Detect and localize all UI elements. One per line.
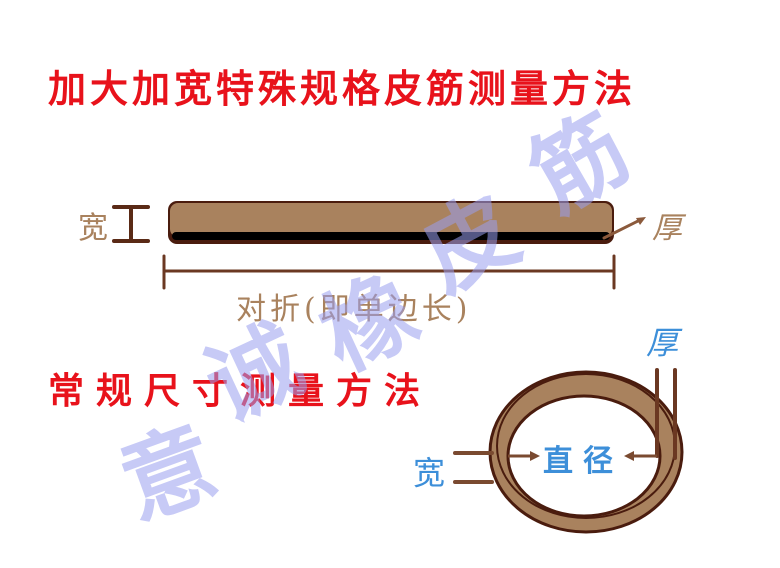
ring-width-marker-icon [453, 451, 494, 484]
flat-band-shape [168, 201, 614, 244]
flat-length-label: 对折(即单边长) [236, 292, 472, 327]
flat-thickness-label: 厚 [652, 211, 682, 246]
thickness-arrow-icon [602, 217, 646, 240]
sub-title: 常规尺寸测量方法 [48, 370, 433, 412]
main-title: 加大加宽特殊规格皮筋测量方法 [48, 66, 637, 111]
ring-thickness-marker-icon [655, 368, 677, 460]
width-marker-icon [112, 205, 150, 243]
length-dimension-line [162, 254, 616, 290]
ring-diameter-label: 直径 [543, 444, 623, 479]
ring-width-label: 宽 [413, 454, 446, 492]
flat-width-label: 宽 [78, 211, 108, 246]
ring-band-shape [488, 370, 684, 534]
diameter-arrow-left-icon [508, 451, 540, 461]
ring-thickness-label: 厚 [646, 324, 679, 362]
diameter-arrow-right-icon [624, 451, 657, 461]
